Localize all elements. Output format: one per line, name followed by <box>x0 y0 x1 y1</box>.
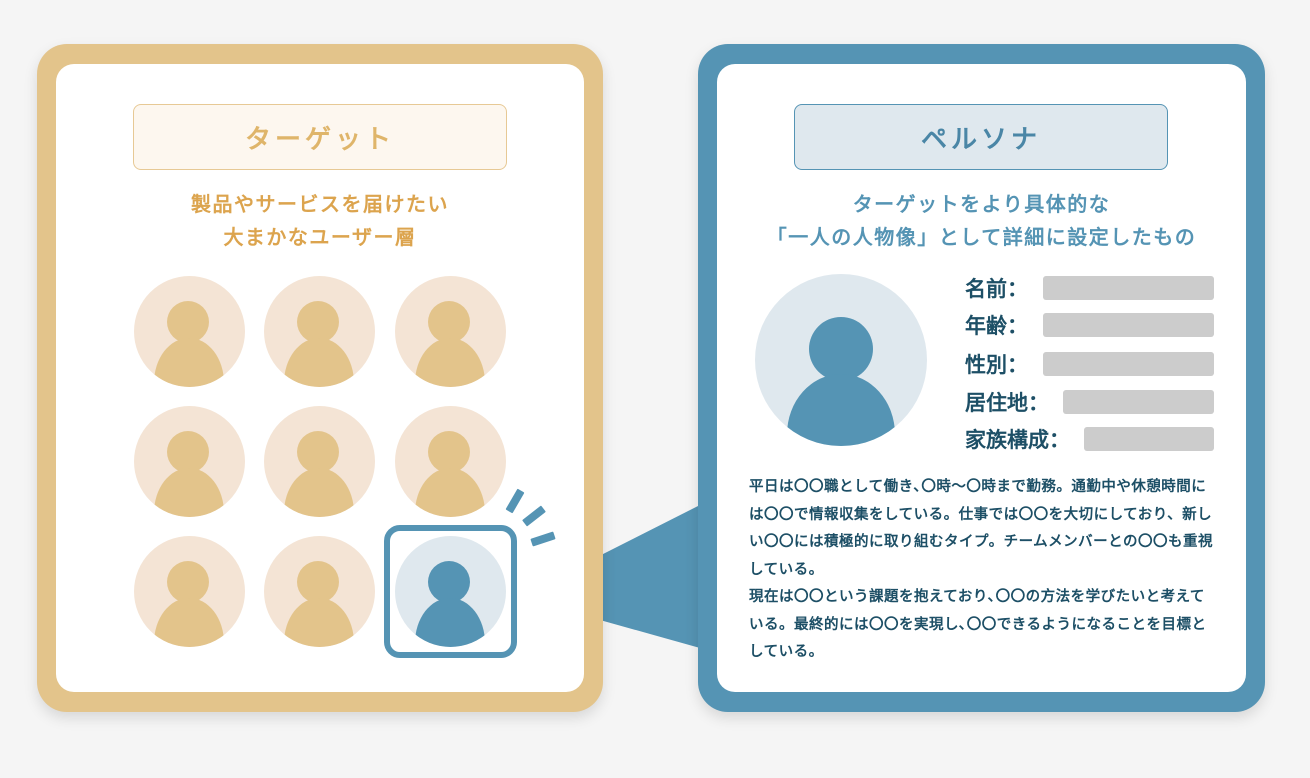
residence-placeholder-bar <box>1063 390 1214 414</box>
user-avatar-icon <box>395 406 506 517</box>
persona-bio: 平日は〇〇職として働き､〇時～〇時まで勤務。通勤中や休憩時間には〇〇で情報収集を… <box>749 479 1213 660</box>
gender-placeholder-bar <box>1043 352 1214 376</box>
user-avatar-icon <box>264 276 375 387</box>
persona-field-family: 家族構成： <box>965 426 1214 452</box>
name-placeholder-bar <box>1043 276 1214 300</box>
target-panel: ターゲット 製品やサービスを届けたい 大まかなユーザー層 <box>37 44 603 712</box>
persona-field-residence: 居住地： <box>965 389 1214 415</box>
user-avatar-icon <box>134 536 245 647</box>
persona-panel-inner: ペルソナ ターゲットをより具体的な 「一人の人物像」として詳細に設定したもの 名… <box>717 64 1246 692</box>
persona-field-name: 名前： <box>965 275 1214 301</box>
user-avatar-icon <box>264 406 375 517</box>
emphasis-mark-icon <box>522 505 546 527</box>
selection-highlight-frame <box>384 525 517 658</box>
target-title: ターゲット <box>133 104 507 170</box>
persona-field-gender: 性別： <box>965 351 1214 377</box>
persona-avatar-icon <box>755 274 927 446</box>
user-avatar-icon <box>134 406 245 517</box>
target-panel-inner: ターゲット 製品やサービスを届けたい 大まかなユーザー層 <box>56 64 584 692</box>
selected-user-avatar-icon <box>395 536 506 647</box>
persona-title: ペルソナ <box>794 104 1168 170</box>
user-avatar-icon <box>395 276 506 387</box>
family-placeholder-bar <box>1084 427 1214 451</box>
persona-description: ターゲットをより具体的な 「一人の人物像」として詳細に設定したもの <box>766 192 1197 249</box>
user-avatar-icon <box>134 276 245 387</box>
target-description: 製品やサービスを届けたい 大まかなユーザー層 <box>191 192 449 249</box>
persona-field-age: 年齢： <box>965 312 1214 338</box>
user-avatar-icon <box>264 536 375 647</box>
persona-panel: ペルソナ ターゲットをより具体的な 「一人の人物像」として詳細に設定したもの 名… <box>698 44 1265 712</box>
emphasis-mark-icon <box>505 488 525 514</box>
emphasis-mark-icon <box>530 531 556 547</box>
age-placeholder-bar <box>1043 313 1214 337</box>
